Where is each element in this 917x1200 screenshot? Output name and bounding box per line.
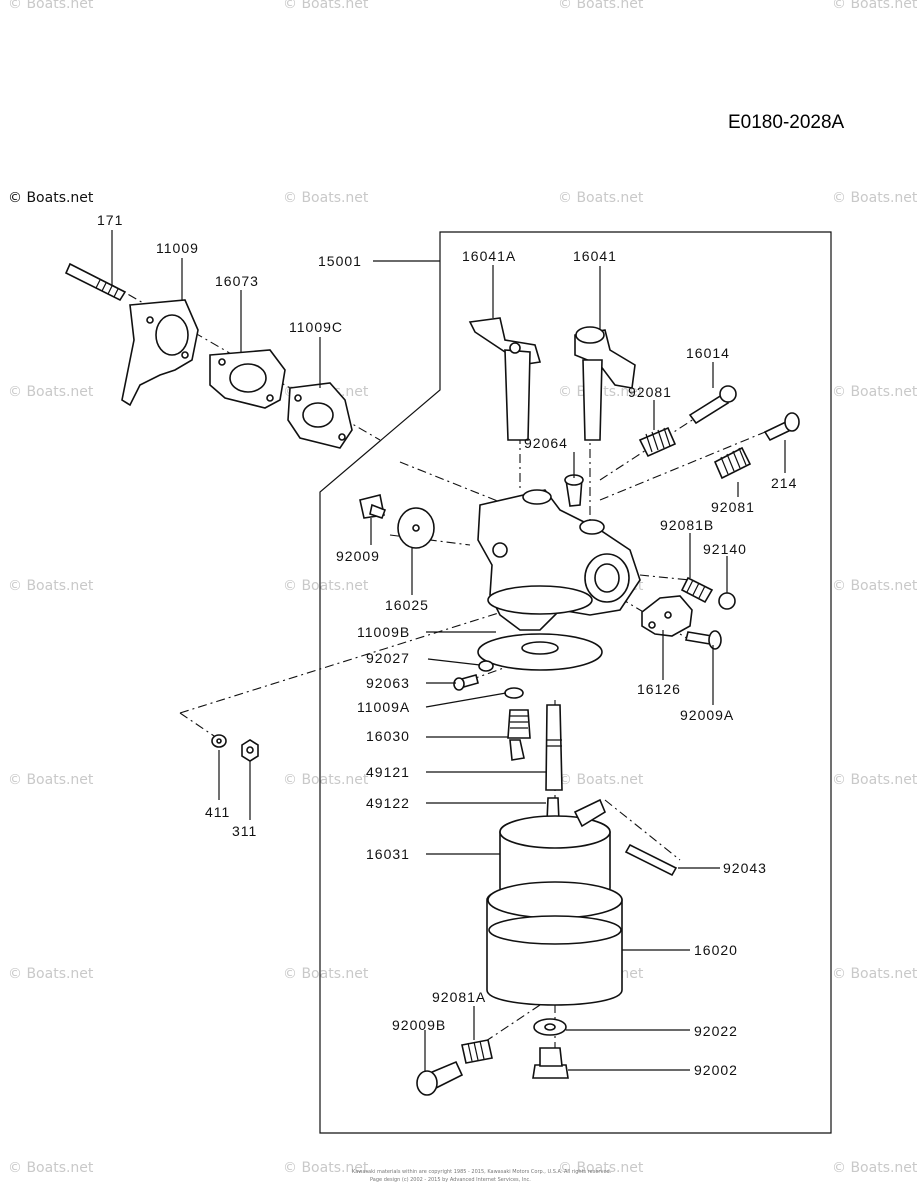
- part-label: 92043: [723, 860, 767, 876]
- part-ball-92140: [718, 592, 736, 610]
- part-label: 214: [771, 475, 797, 491]
- watermark: © Boats.net: [283, 966, 369, 982]
- watermark: © Boats.net: [8, 1160, 94, 1176]
- part-screw-92009A: [685, 630, 722, 650]
- watermark: © Boats.net: [832, 578, 917, 594]
- part-label: 16041A: [462, 248, 516, 264]
- watermark: © Boats.net: [8, 384, 94, 400]
- part-label: 92009B: [392, 1017, 446, 1033]
- part-label: 92081A: [432, 989, 486, 1005]
- watermark: © Boats.net: [832, 966, 917, 982]
- part-label: 92022: [694, 1023, 738, 1039]
- part-label: 92002: [694, 1062, 738, 1078]
- part-spring-92081B: [680, 576, 714, 604]
- part-labels: 171 11009 16073 11009C 15001 16041A 1604…: [97, 212, 797, 1078]
- part-carburetor-body: [477, 489, 641, 631]
- diagram-code: E0180-2028A: [728, 112, 845, 133]
- part-insulator-16073: [209, 349, 286, 409]
- part-label: 92081: [711, 499, 755, 515]
- part-label: 92063: [366, 675, 410, 691]
- watermark: © Boats.net: [558, 0, 644, 12]
- watermark: © Boats.net: [558, 1160, 644, 1176]
- watermark: © Boats.net: [8, 966, 94, 982]
- part-label: 16014: [686, 345, 730, 361]
- part-label: 311: [232, 823, 257, 839]
- footer-copyright: Kawasaki materials within are copyright …: [352, 1169, 612, 1175]
- part-nut-311: [241, 739, 259, 762]
- part-gasket-11009C: [287, 382, 353, 449]
- part-screw-16014: [688, 385, 737, 425]
- source-label: © Boats.net: [8, 190, 94, 206]
- part-label: 11009C: [289, 319, 343, 335]
- watermark: © Boats.net: [832, 772, 917, 788]
- part-throttle-shaft-16041A: [468, 317, 542, 441]
- part-washer-92027: [478, 660, 494, 672]
- watermark: © Boats.net: [832, 190, 917, 206]
- watermark: © Boats.net: [8, 0, 94, 12]
- part-screw-92009B: [416, 1060, 464, 1096]
- part-gasket-11009: [121, 299, 199, 407]
- watermark: © Boats.net: [832, 384, 917, 400]
- watermark: © Boats.net: [8, 772, 94, 788]
- part-label: 11009B: [357, 624, 410, 640]
- part-label: 16031: [366, 846, 410, 862]
- part-label: 16030: [366, 728, 410, 744]
- part-tube-49121: [545, 704, 563, 791]
- part-stud-171: [64, 262, 127, 302]
- part-spring-92081-mid: [713, 446, 752, 480]
- part-plate-16025: [397, 507, 435, 549]
- part-plate-16126: [641, 595, 693, 637]
- assembly-outline: [319, 231, 832, 1134]
- part-label: 16073: [215, 273, 259, 289]
- watermark: © Boats.net: [832, 0, 917, 12]
- part-label: 16041: [573, 248, 617, 264]
- part-choke-shaft-16041: [574, 326, 636, 441]
- part-label: 92081: [628, 384, 672, 400]
- part-label: 92064: [524, 435, 568, 451]
- watermark: © Boats.net: [283, 0, 369, 12]
- part-screw-92063: [453, 674, 479, 691]
- part-label: 49121: [366, 764, 410, 780]
- part-label: 92140: [703, 541, 747, 557]
- footer-design: Page design (c) 2002 - 2015 by Advanced …: [370, 1177, 531, 1183]
- part-oring-11009A: [504, 687, 524, 699]
- watermark: © Boats.net: [558, 190, 644, 206]
- part-washer-92022: [533, 1018, 567, 1036]
- part-label: 11009: [156, 240, 199, 256]
- part-plug-92002: [532, 1047, 569, 1079]
- part-label: 16025: [385, 597, 429, 613]
- part-label: 16020: [694, 942, 738, 958]
- part-label: 15001: [318, 253, 362, 269]
- center-lines: [111, 284, 771, 1070]
- part-gasket-11009B: [477, 633, 603, 671]
- part-label: 92009A: [680, 707, 734, 723]
- part-bolt-92009: [359, 494, 387, 520]
- watermark: © Boats.net: [283, 1160, 369, 1176]
- part-label: 11009A: [357, 699, 410, 715]
- watermark: © Boats.net: [558, 772, 644, 788]
- watermark: © Boats.net: [8, 578, 94, 594]
- part-label: 16126: [637, 681, 681, 697]
- part-spring-92081A: [461, 1039, 493, 1064]
- part-float-16031: [499, 798, 611, 902]
- part-pin-92043: [624, 843, 678, 877]
- part-label: 92009: [336, 548, 380, 564]
- leader-lines: [111, 230, 786, 1072]
- part-label: 171: [97, 212, 123, 228]
- watermark: © Boats.net: [832, 1160, 917, 1176]
- part-screw-92064: [564, 474, 584, 507]
- part-label: 92081B: [660, 517, 714, 533]
- part-washer-411: [211, 734, 227, 748]
- watermark: © Boats.net: [283, 772, 369, 788]
- part-label: 411: [205, 804, 230, 820]
- watermark: © Boats.net: [283, 190, 369, 206]
- watermark: © Boats.net: [283, 578, 369, 594]
- part-screw-214: [763, 412, 800, 442]
- part-label: 92027: [366, 650, 410, 666]
- part-label: 49122: [366, 795, 410, 811]
- part-needle-valve-16030: [507, 709, 531, 761]
- part-spring-92081-top: [638, 426, 677, 458]
- part-float-bowl-16020: [486, 881, 623, 1006]
